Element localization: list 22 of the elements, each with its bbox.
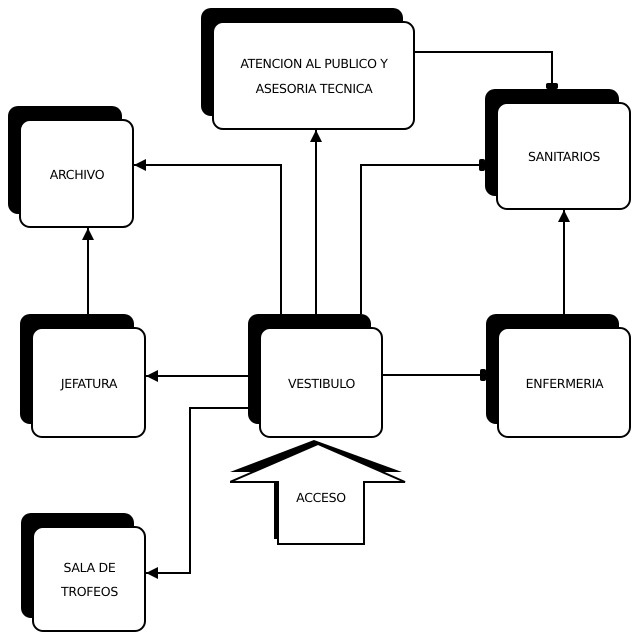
room-label: ARCHIVO <box>50 166 104 184</box>
room-box <box>485 89 631 210</box>
room-box <box>21 513 146 632</box>
entrance-label: ACCESO <box>296 488 346 506</box>
connector-arrow <box>82 228 94 314</box>
room-label: ATENCION AL PUBLICO Y ASESORIA TECNICA <box>239 55 389 98</box>
room-label: SANITARIOS <box>528 148 600 166</box>
room-box <box>201 8 415 130</box>
room-label: SALA DE TROFEOS <box>61 558 118 600</box>
room-label: VESTIBULO <box>288 374 356 392</box>
room-box <box>248 314 383 438</box>
room-label: JEFATURA <box>60 374 118 392</box>
connector-arrow <box>146 370 248 382</box>
room-label: ENFERMERIA <box>526 374 604 392</box>
room-box <box>486 314 631 438</box>
connector-arrow <box>558 210 570 314</box>
connector-arrow <box>310 130 322 314</box>
room-box <box>8 106 134 228</box>
entrance-block-arrow <box>230 440 406 545</box>
connector-arrow <box>146 407 248 579</box>
room-box <box>20 314 146 438</box>
connector-arrow <box>134 159 282 314</box>
